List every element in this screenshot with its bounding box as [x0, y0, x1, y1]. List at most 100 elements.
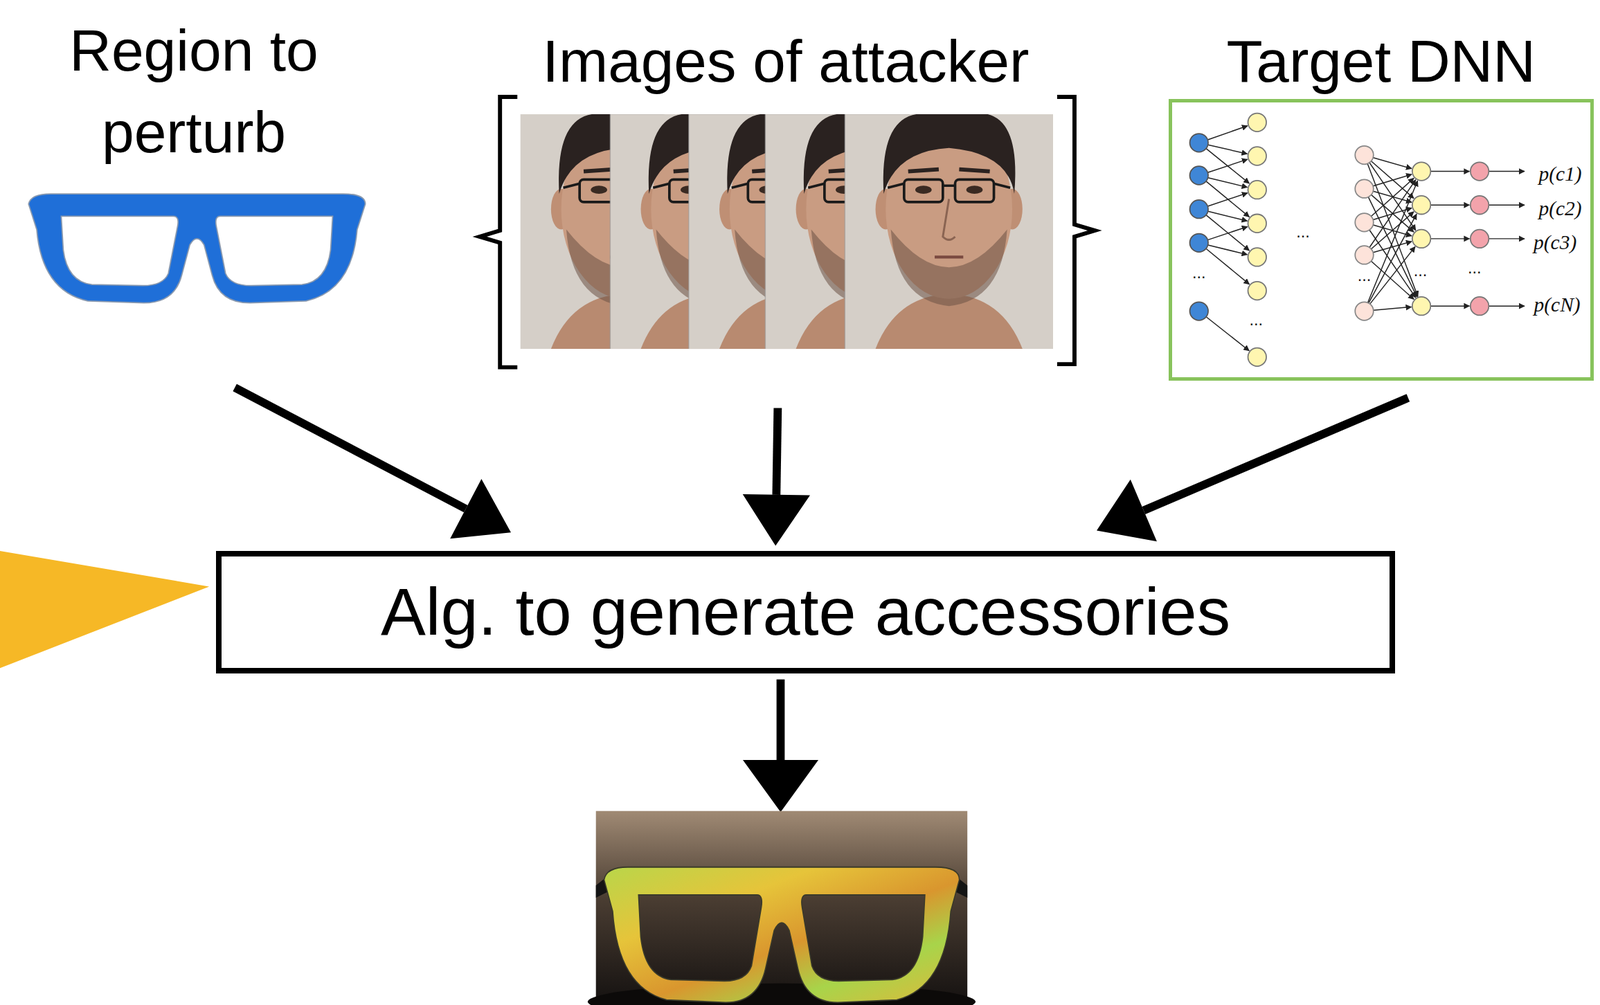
ellipsis-mark: ... — [1192, 265, 1207, 282]
ellipsis-mark: ... — [1248, 312, 1263, 329]
hidden-neuron — [1248, 180, 1267, 200]
bracket — [1057, 96, 1096, 365]
flow-arrow — [234, 387, 511, 539]
arrow-shaft — [776, 679, 786, 764]
net-edge — [1206, 248, 1249, 284]
photo-edge — [609, 114, 611, 349]
dnn-frame — [1168, 99, 1595, 381]
ellipsis-mark: ... — [1467, 260, 1482, 277]
net-edge — [1206, 181, 1249, 217]
ellipsis-mark: ... — [1413, 263, 1428, 280]
hidden-neuron — [1248, 214, 1267, 234]
hidden-neuron — [1354, 213, 1374, 232]
net-edge — [1367, 163, 1418, 297]
hidden-neuron — [1354, 245, 1374, 265]
eyeglass-bridge — [887, 183, 1011, 188]
output-probability: p(c1) — [1538, 164, 1582, 185]
net-edge — [1430, 204, 1470, 206]
hidden-neuron — [1248, 113, 1267, 133]
nose — [942, 198, 956, 240]
net-edge — [1370, 177, 1414, 217]
output-probability: p(cN) — [1534, 294, 1581, 316]
hidden-neuron — [1354, 301, 1374, 321]
input-neuron — [1190, 234, 1209, 253]
arrow-shaft — [776, 408, 778, 496]
hidden-neuron — [1248, 247, 1267, 267]
net-edge — [1208, 177, 1248, 188]
net-edge — [1372, 157, 1412, 169]
photo-edge — [688, 114, 689, 349]
photo-edge — [765, 114, 766, 349]
input-neuron — [1190, 133, 1209, 153]
net-edge — [1207, 226, 1247, 240]
eye — [966, 185, 984, 194]
beard — [891, 229, 1008, 307]
output-probability: p(c2) — [1538, 198, 1582, 219]
photo-background — [844, 114, 1054, 349]
net-edge — [1369, 229, 1416, 298]
glasses-region-icon — [28, 193, 365, 304]
output-neuron — [1470, 229, 1490, 249]
eyebrow — [958, 169, 990, 172]
attacker-images: Images of attacker — [479, 15, 1092, 367]
arrow-head — [1096, 479, 1157, 542]
illustration-root — [0, 96, 1525, 1005]
hidden-neuron — [1412, 195, 1432, 215]
input-neuron — [1190, 200, 1209, 219]
eyeglass-rim — [955, 179, 995, 202]
net-edge — [1207, 126, 1248, 140]
net-edge — [1430, 238, 1470, 239]
net-edge — [1368, 180, 1418, 303]
adversarial-glasses — [604, 867, 960, 1004]
output-neuron — [1470, 297, 1490, 316]
net-edge — [1369, 180, 1416, 248]
hidden-neuron — [1248, 281, 1267, 301]
target-dnn: Target DNN — [1168, 15, 1595, 381]
flow-arrow — [742, 408, 811, 547]
hidden-neuron — [1248, 146, 1267, 166]
output-neuron — [1470, 195, 1490, 215]
result-photo — [596, 811, 968, 1005]
hidden-neuron — [1412, 162, 1432, 181]
section-heading: Region to perturb — [20, 10, 367, 174]
net-edge — [1208, 144, 1248, 154]
perturb-region: Region to perturb — [20, 10, 367, 307]
hidden-neuron — [1354, 146, 1374, 165]
hidden-neuron — [1354, 179, 1374, 199]
net-edge — [1208, 211, 1248, 221]
output-probability: p(c3) — [1533, 232, 1577, 253]
eyeglass-rim — [904, 179, 943, 202]
section-heading: Target DNN — [1168, 25, 1595, 97]
ellipsis-mark: ... — [1296, 224, 1310, 241]
input-neuron — [1190, 301, 1209, 321]
net-edge — [1207, 159, 1247, 173]
output-neuron — [1470, 162, 1490, 181]
net-edge — [1370, 246, 1416, 304]
eye — [915, 185, 932, 194]
ellipsis-mark: ... — [1357, 268, 1372, 286]
pointer-triangle — [0, 551, 210, 669]
hidden-neuron — [1412, 297, 1432, 316]
bracket — [479, 96, 518, 368]
net-edge — [1373, 306, 1412, 311]
arrow-shaft — [1143, 398, 1409, 511]
net-edge — [1368, 213, 1417, 304]
eye — [590, 185, 608, 194]
net-edge — [1372, 174, 1412, 187]
arrow-head — [450, 479, 511, 539]
input-neuron — [1190, 166, 1209, 185]
mouth — [934, 255, 964, 259]
box-label: Alg. to generate accessories — [380, 571, 1231, 653]
algorithm-box: Alg. to generate accessories — [216, 551, 1395, 674]
net-edge — [1369, 162, 1416, 231]
arrow-head — [742, 494, 811, 546]
hidden-neuron — [1248, 348, 1267, 367]
section-heading: Images of attacker — [479, 25, 1092, 97]
attacker-photo — [844, 114, 1054, 349]
net-edge — [1430, 305, 1470, 307]
photo-edge — [844, 114, 846, 349]
net-edge — [1206, 317, 1249, 352]
net-edge — [1208, 245, 1248, 255]
net-edge — [1430, 171, 1470, 172]
